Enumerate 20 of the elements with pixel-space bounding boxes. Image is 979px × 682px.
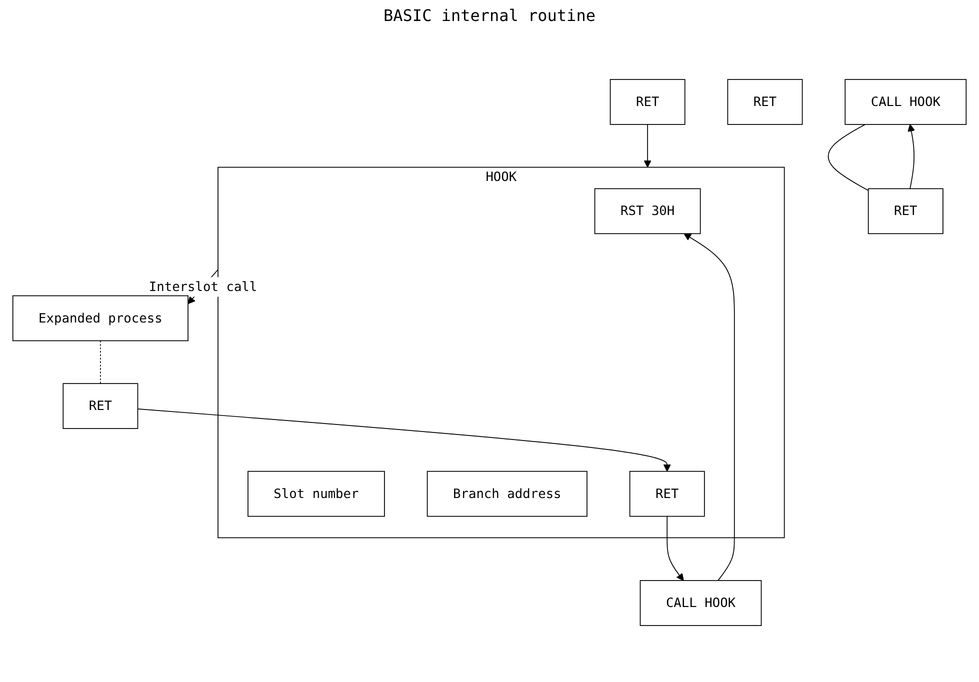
arrow xyxy=(137,408,671,472)
node-box: CALL HOOK xyxy=(844,79,967,125)
connector xyxy=(100,340,101,384)
arrow xyxy=(908,124,916,190)
note-label: BASIC internal routine xyxy=(384,6,596,25)
node-box: RET xyxy=(629,470,705,517)
node-box: Branch address xyxy=(426,470,588,517)
arrow xyxy=(666,516,684,581)
connector xyxy=(828,124,869,191)
node-box: Slot number xyxy=(248,470,385,517)
node-box: RET xyxy=(610,79,686,125)
node-box: RET xyxy=(62,383,138,429)
node-box: Expanded process xyxy=(12,295,188,342)
arrow xyxy=(644,124,652,168)
node-box: RST 30H xyxy=(594,188,701,234)
node-box: RET xyxy=(868,188,944,234)
node-box: CALL HOOK xyxy=(640,580,762,626)
arrow xyxy=(684,233,735,581)
edge-label: Interslot call xyxy=(148,278,258,294)
node-box: RET xyxy=(727,79,803,125)
